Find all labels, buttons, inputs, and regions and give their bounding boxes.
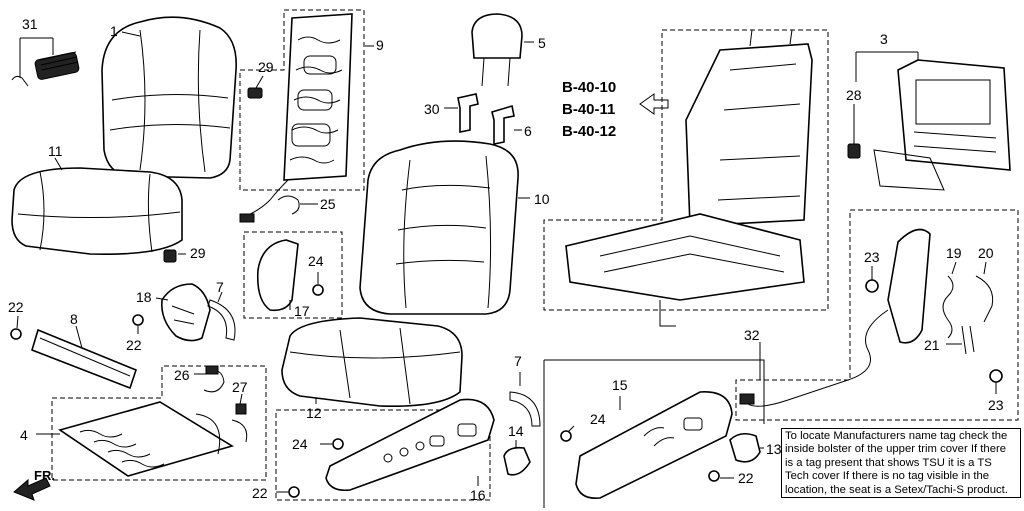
callout-7-right: 7 <box>514 353 522 369</box>
callout-15: 15 <box>612 377 628 393</box>
part-27-clip <box>231 393 248 443</box>
callout-6: 6 <box>524 123 532 139</box>
callout-11: 11 <box>48 143 63 159</box>
reference-b-40-11[interactable]: B-40-11 <box>562 101 615 118</box>
part-23-nut-a <box>865 266 879 293</box>
part-17-back-cover <box>243 231 343 319</box>
part-23-nut-b <box>989 369 1003 394</box>
part-7-escutcheon-left <box>207 291 236 341</box>
callout-29-upper: 29 <box>258 59 274 75</box>
callout-14: 14 <box>508 423 524 439</box>
callout-3: 3 <box>880 31 888 47</box>
callout-32: 32 <box>744 327 760 343</box>
callout-22-d: 22 <box>738 470 754 486</box>
callout-22-b: 22 <box>126 337 142 353</box>
callout-17: 17 <box>294 303 310 319</box>
callout-9: 9 <box>376 37 384 53</box>
callout-13: 13 <box>766 441 782 457</box>
reference-b-40-12[interactable]: B-40-12 <box>562 123 616 140</box>
part-5-headrest <box>471 13 534 87</box>
part-29-clip-lower <box>163 249 186 263</box>
callout-18: 18 <box>136 289 152 305</box>
part-20-wire <box>975 261 994 323</box>
front-direction-indicator <box>13 477 51 501</box>
part-10-back-pad <box>359 140 530 315</box>
callout-10: 10 <box>534 191 550 207</box>
callout-12: 12 <box>306 405 322 421</box>
callout-4: 4 <box>20 427 28 443</box>
part-24-clip-a <box>312 272 324 296</box>
part-22-screw-b <box>132 314 144 334</box>
callout-24-c: 24 <box>590 411 606 427</box>
callout-30: 30 <box>424 101 440 117</box>
part-28-clip <box>847 104 861 159</box>
part-7-escutcheon-right <box>509 372 541 427</box>
part-31-clip-spring <box>11 37 80 87</box>
callout-1: 1 <box>110 23 118 39</box>
part-14-knob <box>503 440 531 476</box>
callout-22-a: 22 <box>8 299 24 315</box>
callout-23-a: 23 <box>864 249 880 265</box>
part-6-guide <box>491 104 522 145</box>
callout-25: 25 <box>320 196 336 212</box>
callout-31: 31 <box>22 16 38 32</box>
part-4-cushion-heater <box>36 365 267 481</box>
manufacturer-tag-note: To locate Manufacturers name tag check t… <box>781 428 1021 498</box>
callout-21: 21 <box>924 337 940 353</box>
callout-26: 26 <box>174 367 190 383</box>
part-16-side-cover <box>275 398 495 501</box>
part-29-clip-upper <box>247 75 264 99</box>
part-18-cover <box>155 283 211 342</box>
callout-27: 27 <box>232 379 248 395</box>
callout-24-b: 24 <box>292 436 308 452</box>
callout-23-b: 23 <box>988 397 1004 413</box>
part-26-connector <box>194 365 225 393</box>
part-3-back-panel <box>855 51 1011 191</box>
part-15-inner-cover <box>543 359 765 508</box>
part-13-knob <box>729 432 764 463</box>
callout-28: 28 <box>846 87 862 103</box>
front-label: FR. <box>34 468 55 483</box>
callout-7-left: 7 <box>216 279 224 295</box>
part-22-screw-c <box>276 486 300 498</box>
reference-b-40-10[interactable]: B-40-10 <box>562 79 616 96</box>
part-24-clip-c <box>560 425 575 442</box>
callout-19: 19 <box>946 245 962 261</box>
callout-8: 8 <box>70 311 78 327</box>
seat-frame <box>543 29 829 327</box>
part-21-bracket <box>946 325 975 355</box>
part-25-connector <box>277 195 318 215</box>
callout-22-c: 22 <box>252 485 268 501</box>
callout-20: 20 <box>978 245 994 261</box>
part-32-side-airbag <box>735 209 1019 421</box>
part-22-screw-d <box>708 470 734 482</box>
part-11-cushion-trim-cover <box>11 157 183 256</box>
part-24-clip-b <box>320 438 344 450</box>
part-30-guide <box>444 93 479 133</box>
reference-group <box>639 93 669 115</box>
part-9-back-heater <box>239 9 374 223</box>
callout-24-a: 24 <box>308 253 324 269</box>
part-12-cushion-pad <box>281 317 463 408</box>
callout-29-lower: 29 <box>190 245 206 261</box>
part-8-cover <box>31 325 137 390</box>
part-1-back-trim-cover <box>101 16 237 179</box>
part-19-wire <box>942 261 957 339</box>
part-22-screw-a <box>10 315 22 340</box>
callout-16: 16 <box>470 487 486 503</box>
callout-5: 5 <box>538 35 546 51</box>
